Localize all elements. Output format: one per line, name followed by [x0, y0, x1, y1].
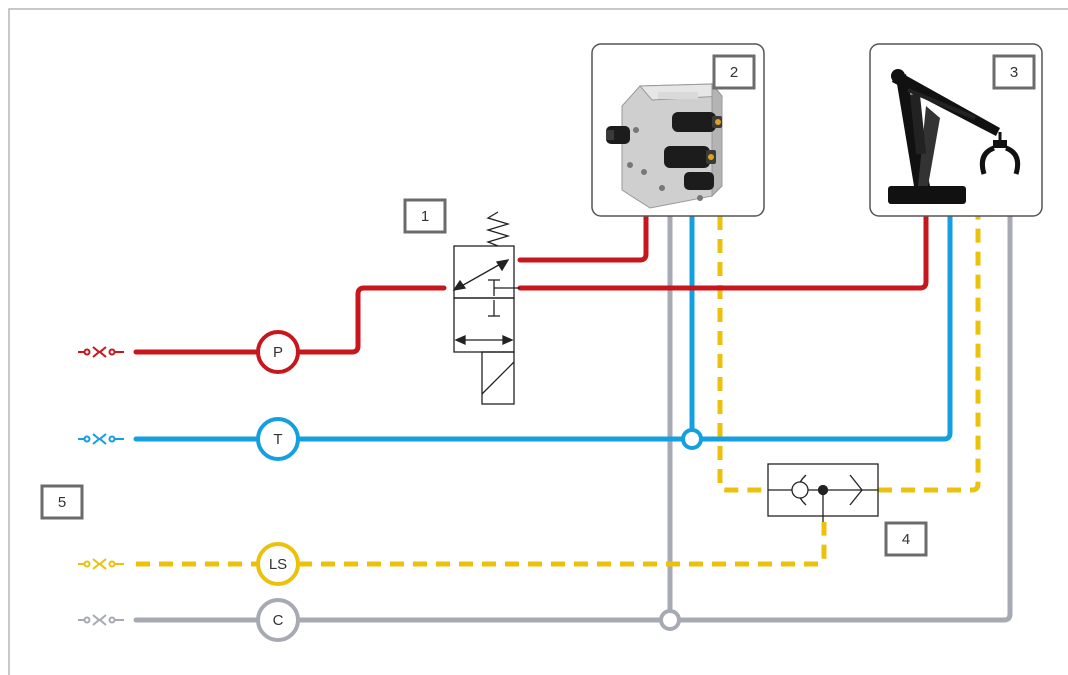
port-c-label: C	[273, 612, 284, 629]
svg-text:2: 2	[730, 64, 738, 81]
shuttle-check-valve-icon	[767, 463, 879, 522]
callout-1: 1	[403, 198, 447, 234]
quick-coupling-icon	[78, 433, 124, 445]
tank-lines	[133, 213, 953, 442]
port-c: C	[256, 598, 300, 642]
valve-block-photo	[606, 82, 724, 209]
port-ls: LS	[256, 542, 300, 586]
load-sense-lines	[136, 216, 981, 567]
port-p: P	[256, 330, 300, 374]
quick-coupling-icon	[78, 614, 124, 626]
port-p-label: P	[273, 344, 283, 361]
port-ls-label: LS	[269, 556, 287, 573]
diagram-frame	[8, 8, 1068, 675]
pressure-lines	[133, 213, 929, 355]
svg-text:3: 3	[1010, 64, 1018, 81]
svg-text:1: 1	[421, 208, 429, 225]
port-t-label: T	[273, 431, 282, 448]
case-drain-lines	[133, 213, 1013, 623]
drain-crossing-hop	[659, 609, 681, 631]
callout-3: 3	[992, 54, 1036, 90]
callout-4: 4	[884, 521, 928, 557]
solenoid-directional-valve-icon	[452, 211, 520, 405]
crane-grapple-icon	[888, 69, 1021, 204]
callout-2: 2	[712, 54, 756, 90]
tank-crossing-hop	[681, 428, 703, 450]
callout-5: 5	[40, 484, 84, 520]
quick-coupling-icon	[78, 558, 124, 570]
quick-coupling-icon	[78, 346, 124, 358]
svg-text:4: 4	[902, 531, 910, 548]
svg-text:5: 5	[58, 494, 66, 511]
port-t: T	[256, 417, 300, 461]
